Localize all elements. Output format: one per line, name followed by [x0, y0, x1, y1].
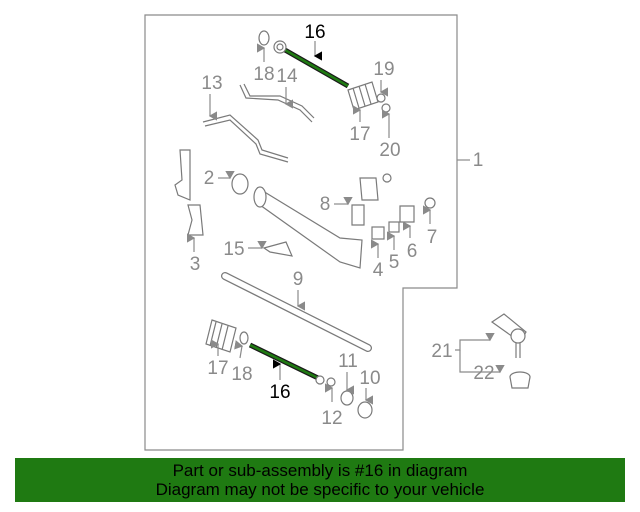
callout-18-top: 18: [253, 64, 274, 85]
callout-13: 13: [201, 73, 222, 94]
part-4: [371, 226, 385, 240]
nut-22: [509, 371, 531, 389]
callout-6: 6: [407, 241, 418, 262]
callout-4: 4: [373, 260, 384, 281]
tie-rod-end-21: [490, 313, 527, 358]
banner-line-1: Part or sub-assembly is #16 in diagram: [172, 461, 468, 480]
rack-housing: [231, 173, 363, 269]
assembly-frame: [144, 14, 458, 451]
bracket-15: [262, 241, 293, 257]
parts-diagram: 16 18 14 19 13 17 20 1 2 8 7 15 6 5 3 4 …: [144, 14, 531, 451]
clamp-19: [376, 93, 386, 103]
pipe-14: [239, 83, 315, 123]
banner-line-2: Diagram may not be specific to your vehi…: [155, 480, 485, 499]
clamp-18-bottom: [239, 331, 249, 345]
clamp-20: [381, 103, 391, 113]
info-banner: Part or sub-assembly is #16 in diagram D…: [15, 458, 625, 502]
callout-12: 12: [321, 408, 342, 429]
callout-2: 2: [204, 168, 215, 189]
valve-8: [351, 204, 365, 226]
clamp-12: [326, 377, 336, 387]
callout-16-bottom: 16: [269, 382, 290, 403]
valve-top: [359, 177, 379, 201]
callout-9: 9: [293, 269, 304, 290]
nut-11: [340, 390, 354, 406]
callout-21: 21: [431, 341, 452, 362]
part-6: [399, 205, 415, 223]
callout-16-top: 16: [304, 22, 325, 43]
tie-rod-bottom[interactable]: [248, 342, 325, 385]
callout-17-top: 17: [349, 124, 370, 145]
part-7: [424, 197, 436, 209]
callout-18-bottom: 18: [231, 364, 252, 385]
callout-7: 7: [427, 227, 438, 248]
clamp-18-top: [258, 30, 270, 46]
boot-bottom: [205, 319, 237, 353]
callout-14: 14: [276, 66, 298, 87]
pipe-13: [202, 114, 289, 163]
part-5: [388, 221, 400, 233]
bracket-left: [174, 149, 191, 201]
callout-19: 19: [373, 59, 394, 80]
callout-20: 20: [379, 140, 400, 161]
callout-3: 3: [190, 254, 201, 275]
callout-22: 22: [473, 363, 494, 384]
callout-5: 5: [389, 252, 400, 273]
rack-bar: [221, 272, 372, 352]
nut-10: [357, 401, 373, 419]
callout-1: 1: [473, 150, 484, 171]
boot-top: [347, 81, 379, 111]
callout-10: 10: [359, 368, 380, 389]
callout-11: 11: [338, 351, 358, 372]
callout-8: 8: [320, 194, 331, 215]
callout-15: 15: [223, 239, 244, 260]
callout-17-bottom: 17: [207, 358, 228, 379]
clamp-3: [187, 204, 204, 236]
tie-rod-top[interactable]: [273, 40, 350, 89]
